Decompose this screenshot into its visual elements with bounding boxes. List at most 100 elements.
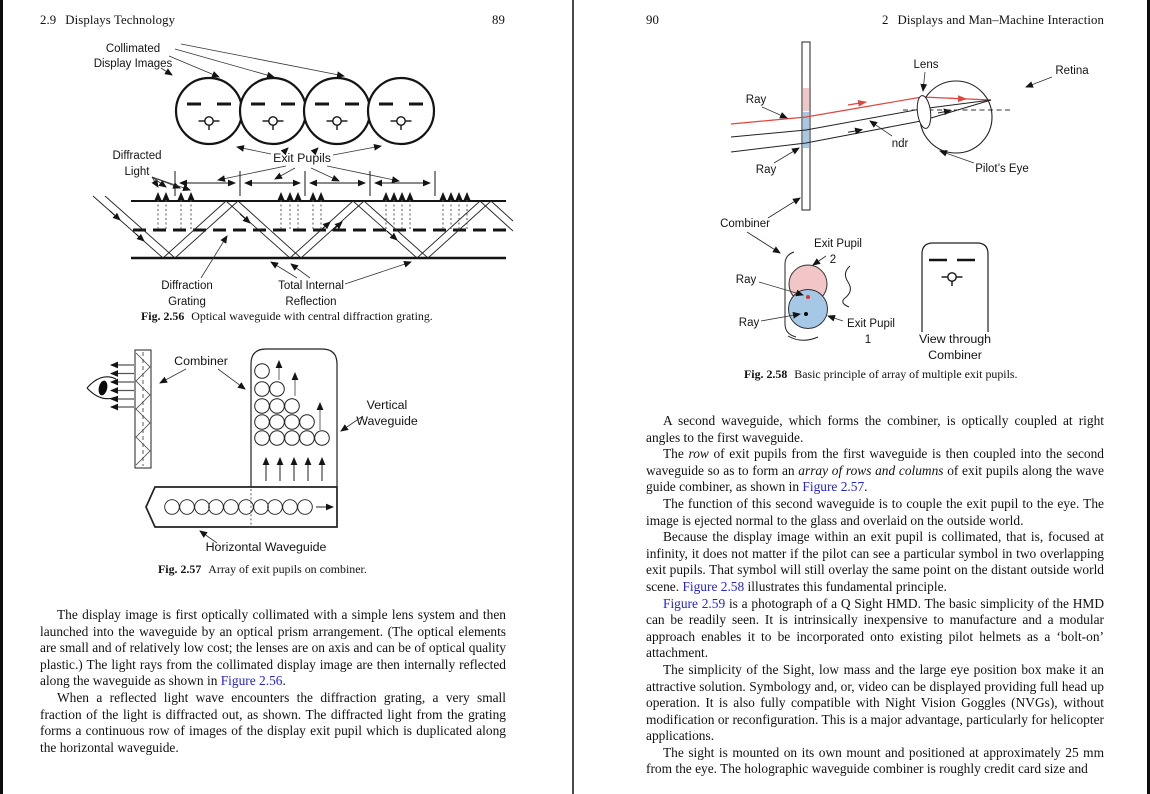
text-run: illustrates this fundamental principle. (744, 578, 947, 594)
emphasized-text: row (688, 446, 709, 462)
svg-text:Grating: Grating (168, 296, 206, 308)
caption-label: Fig. 2.56 (141, 309, 185, 323)
exit-pupil-image-circles (174, 76, 436, 146)
svg-text:1: 1 (865, 334, 871, 346)
page-number: 89 (492, 13, 505, 27)
text-run: of exit pupils from the first waveguide … (646, 446, 1105, 478)
page-number: 90 (646, 13, 659, 27)
light-rays (730, 95, 1013, 153)
figure-reference-link[interactable]: Figure 2.59 (663, 595, 726, 611)
vertical-waveguide (250, 348, 338, 487)
figure-reference-link[interactable]: Figure 2.58 (682, 578, 745, 594)
figure-reference-link[interactable]: Figure 2.57 (802, 479, 865, 495)
caption-text: Array of exit pupils on combiner. (208, 562, 367, 576)
svg-text:ndr: ndr (892, 138, 909, 150)
text-run: The function of this second waveguide is… (646, 495, 1104, 528)
waveguide-slab (92, 195, 514, 260)
paragraph: The sight is mounted on its own mount an… (646, 745, 1104, 778)
combiner-label: Combiner (159, 354, 246, 390)
pupil-spacing-measure (174, 171, 436, 196)
pupil-segment-pink (803, 88, 809, 111)
view-through-combiner: View through Combiner (919, 242, 991, 362)
ray-dot-black (804, 312, 808, 316)
caption-label: Fig. 2.57 (158, 562, 202, 576)
exit-pupils-label: Exit Pupils (217, 143, 400, 183)
exit-pupil-1-circle (788, 289, 828, 329)
caption-label: Fig. 2.58 (744, 367, 788, 381)
svg-text:Collimated: Collimated (106, 43, 160, 55)
svg-text:Ray: Ray (736, 274, 757, 286)
exit-pupil-1-label: Exit Pupil 1 (827, 314, 895, 346)
caption-text: Basic principle of array of multiple exi… (794, 367, 1018, 381)
diffracted-light-arrows (154, 192, 471, 229)
body-text-right: A second waveguide, which forms the comb… (646, 413, 1104, 778)
svg-text:Horizontal Waveguide: Horizontal Waveguide (206, 540, 327, 554)
figure-2-58-caption: Fig. 2.58 Basic principle of array of mul… (744, 367, 1018, 382)
body-text-left: The display image is first optically col… (40, 607, 506, 756)
diffraction-grating-label: Diffraction Grating (161, 235, 228, 308)
exit-pupil-array (254, 363, 330, 446)
input-arrows (262, 457, 326, 481)
figure-2-56-waveguide-diagram: Collimated Display Images (92, 43, 514, 308)
ndr-label: ndr (869, 120, 909, 150)
svg-text:Pilot’s Eye: Pilot’s Eye (975, 163, 1028, 175)
paragraph: Figure 2.59 is a photograph of a Q Sight… (646, 596, 1104, 662)
pilots-eye-label: Pilot’s Eye (939, 150, 1029, 175)
ray-top-label: Ray (746, 94, 788, 119)
text-run: When a reflected light wave encounters t… (40, 689, 506, 755)
figure-2-56-caption: Fig. 2.56 Optical waveguide with central … (141, 309, 433, 324)
figure-reference-link[interactable]: Figure 2.56 (220, 673, 283, 689)
caption-text: Optical waveguide with central diffracti… (191, 309, 433, 323)
paragraph: A second waveguide, which forms the comb… (646, 413, 1104, 446)
paragraph: Because the display image within an exit… (646, 529, 1104, 595)
svg-text:Retina: Retina (1055, 65, 1089, 77)
paragraph: The simplicity of the Sight, low mass an… (646, 662, 1104, 745)
svg-text:Waveguide: Waveguide (356, 414, 418, 428)
horizontal-waveguide-label: Horizontal Waveguide (199, 530, 327, 554)
ray-dot-red (806, 295, 810, 299)
horizontal-waveguide (145, 486, 338, 528)
paragraph: The function of this second waveguide is… (646, 496, 1104, 529)
svg-text:Combiner: Combiner (928, 348, 982, 362)
diffracted-light-label: Diffracted Light (112, 150, 191, 191)
exit-pupil-row (164, 499, 313, 515)
paragraph: The row of exit pupils from the first wa… (646, 446, 1104, 496)
combiner-bar (801, 41, 811, 211)
svg-text:Lens: Lens (914, 59, 939, 71)
scan-edge-right (1147, 0, 1150, 794)
paragraph: When a reflected light wave encounters t… (40, 690, 506, 756)
paragraph: The display image is first optically col… (40, 607, 506, 690)
svg-text:View through: View through (919, 332, 991, 346)
figure-2-57-combiner-diagram: Combiner (86, 348, 418, 554)
combiner-glass (134, 349, 152, 469)
svg-text:Combiner: Combiner (720, 218, 770, 230)
emphasized-text: array of rows and columns (798, 462, 944, 478)
svg-text:Exit Pupil: Exit Pupil (814, 238, 862, 250)
svg-text:Combiner: Combiner (174, 354, 228, 368)
retina-label: Retina (1025, 65, 1089, 88)
figure-2-58-exit-pupils-diagram: Lens Retina Ray Ray ndr Pilot’s Eye Comb… (720, 41, 1089, 362)
svg-text:Diffraction: Diffraction (161, 280, 213, 292)
svg-text:2: 2 (830, 254, 836, 266)
text-run: is a photograph of a Q Sight HMD. The ba… (646, 595, 1104, 661)
svg-text:Exit Pupils: Exit Pupils (273, 151, 331, 165)
text-run: of exit pupils along the wave guide comb… (646, 462, 1104, 495)
overlapping-exit-pupils (784, 251, 851, 341)
svg-text:Light: Light (125, 166, 151, 178)
ray-inner-top-label: Ray (736, 274, 804, 297)
svg-text:Reflection: Reflection (285, 296, 336, 308)
svg-text:Display Images: Display Images (94, 58, 173, 70)
svg-text:Ray: Ray (746, 94, 767, 106)
total-internal-reflection-label: Total Internal Reflection (270, 260, 412, 308)
squiggle-bracket (842, 265, 851, 308)
upward-propagation-arrows (275, 360, 324, 430)
exit-pupil-2-label: Exit Pupil 2 (812, 238, 862, 266)
text-run: The sight is mounted on its own mount an… (646, 744, 1104, 777)
